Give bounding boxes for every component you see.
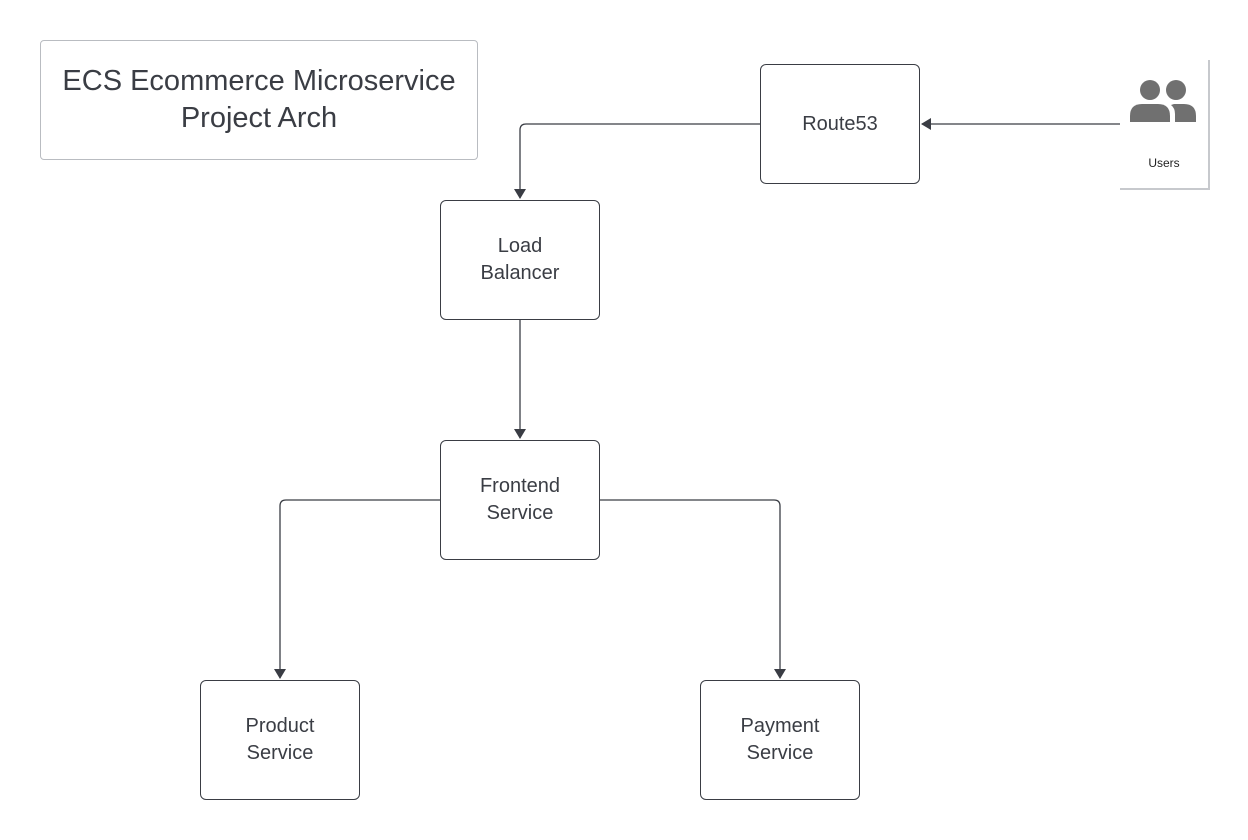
node-route53-label: Route53 (802, 112, 878, 135)
node-frontend-service[interactable]: Frontend Service (440, 440, 600, 560)
node-product-service[interactable]: Product Service (200, 680, 360, 800)
edge-route53-to-load-balancer (514, 123, 760, 199)
node-payment-service-label: Payment Service (740, 715, 820, 764)
node-payment-service[interactable]: Payment Service (700, 680, 860, 800)
node-load-balancer-label: Load Balancer (480, 235, 560, 284)
users-group-icon (1130, 80, 1196, 122)
node-load-balancer[interactable]: Load Balancer (440, 200, 600, 320)
edge-frontend-to-product (274, 499, 440, 679)
node-frontend-service-label: Frontend Service (479, 475, 561, 524)
node-users[interactable]: Users (1120, 60, 1210, 190)
node-product-service-label: Product Service (245, 715, 315, 764)
node-route53[interactable]: Route53 (760, 64, 920, 184)
node-users-label: Users (1148, 156, 1180, 170)
edge-frontend-to-payment (600, 499, 786, 679)
diagram-title-box[interactable]: ECS Ecommerce Microservice Project Arch (40, 40, 478, 160)
diagram-title: ECS Ecommerce Microservice Project Arch (62, 65, 456, 134)
